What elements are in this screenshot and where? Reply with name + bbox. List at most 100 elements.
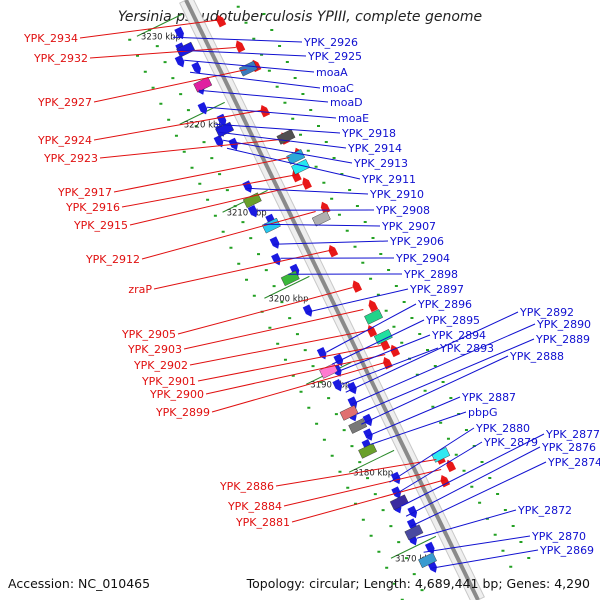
- gene-block[interactable]: [238, 60, 258, 77]
- gene-label-right[interactable]: YPK_2880: [475, 422, 530, 435]
- gene-label-left[interactable]: YPK_2886: [219, 480, 274, 493]
- gene-label-right[interactable]: YPK_2874: [547, 456, 600, 469]
- gene-block[interactable]: [242, 192, 262, 209]
- gene-arrow-left[interactable]: [444, 458, 457, 473]
- gene-arrow-right[interactable]: [174, 55, 187, 69]
- gene-block[interactable]: [215, 121, 235, 138]
- gene-label-right[interactable]: pbpG: [468, 406, 497, 419]
- gene-block[interactable]: [339, 405, 359, 421]
- gene-block[interactable]: [358, 443, 378, 459]
- gene-label-right[interactable]: YPK_2914: [347, 142, 402, 155]
- gene-label-right[interactable]: YPK_2893: [439, 342, 494, 355]
- gene-arrow-left[interactable]: [234, 39, 246, 53]
- gene-label-right[interactable]: YPK_2879: [483, 436, 538, 449]
- gene-arrow-right[interactable]: [269, 236, 282, 250]
- gene-arrow-right[interactable]: [391, 486, 403, 500]
- gene-arrow-right[interactable]: [174, 26, 186, 41]
- gene-arrow-right[interactable]: [333, 353, 345, 368]
- gene-label-right[interactable]: YPK_2904: [395, 252, 450, 265]
- gene-label-right[interactable]: YPK_2906: [389, 235, 444, 248]
- gene-block[interactable]: [319, 363, 339, 379]
- gene-label-left[interactable]: YPK_2932: [33, 52, 88, 65]
- gene-label-right[interactable]: YPK_2869: [539, 544, 594, 557]
- gene-label-right[interactable]: YPK_2896: [417, 298, 472, 311]
- gene-label-right[interactable]: moaD: [330, 96, 363, 109]
- gene-block[interactable]: [389, 494, 409, 511]
- gene-label-left[interactable]: YPK_2899: [155, 406, 210, 419]
- gene-arrow-left[interactable]: [388, 343, 401, 358]
- gene-label-right[interactable]: YPK_2908: [375, 204, 430, 217]
- gene-label-right[interactable]: YPK_2911: [361, 173, 416, 186]
- gene-label-right[interactable]: YPK_2913: [353, 157, 408, 170]
- gene-label-right[interactable]: YPK_2888: [509, 350, 564, 363]
- gene-arrow-right[interactable]: [316, 347, 329, 361]
- gene-label-right[interactable]: moaE: [338, 112, 369, 125]
- gene-arrow-left[interactable]: [215, 13, 227, 28]
- gene-label-right[interactable]: YPK_2872: [517, 504, 572, 517]
- gene-label-right[interactable]: YPK_2876: [541, 441, 596, 454]
- gene-label-right[interactable]: YPK_2890: [536, 318, 591, 331]
- gene-arrow-right[interactable]: [197, 102, 210, 116]
- gene-arrow-left[interactable]: [326, 243, 339, 258]
- gene-label-right[interactable]: YPK_2889: [535, 333, 590, 346]
- gene-block[interactable]: [176, 41, 196, 58]
- gene-label-right[interactable]: YPK_2925: [307, 50, 362, 63]
- gene-label-right[interactable]: YPK_2877: [545, 428, 600, 441]
- gene-arrow-right[interactable]: [302, 304, 315, 318]
- gene-label-left[interactable]: YPK_2917: [57, 186, 112, 199]
- gene-arrow-right[interactable]: [247, 205, 260, 219]
- gene-block[interactable]: [193, 76, 213, 93]
- gene-arrow-right[interactable]: [363, 428, 375, 442]
- gene-arrow-right[interactable]: [347, 396, 360, 410]
- gene-arrow-right[interactable]: [347, 381, 359, 396]
- gene-label-right[interactable]: YPK_2910: [369, 188, 424, 201]
- gene-block[interactable]: [364, 309, 384, 325]
- gene-label-right[interactable]: YPK_2892: [519, 306, 574, 319]
- gene-label-left[interactable]: YPK_2927: [37, 96, 92, 109]
- gene-arrow-right[interactable]: [191, 61, 203, 76]
- gene-label-left[interactable]: YPK_2905: [121, 328, 176, 341]
- gene-arrow-left[interactable]: [350, 279, 363, 293]
- gene-arrow-left[interactable]: [365, 323, 378, 338]
- gene-arrow-right[interactable]: [213, 135, 226, 149]
- gene-arrow-right[interactable]: [271, 253, 283, 267]
- gene-block[interactable]: [291, 159, 311, 175]
- gene-label-right[interactable]: YPK_2926: [303, 36, 358, 49]
- gene-label-right[interactable]: YPK_2894: [431, 329, 486, 342]
- gene-arrow-right[interactable]: [332, 379, 344, 393]
- gene-label-left[interactable]: YPK_2923: [43, 152, 98, 165]
- gene-label-left[interactable]: YPK_2881: [235, 516, 290, 529]
- gene-label-right[interactable]: YPK_2870: [531, 530, 586, 543]
- gene-label-left[interactable]: zraP: [128, 283, 152, 296]
- gene-arrow-left[interactable]: [300, 176, 312, 190]
- gene-arrow-left[interactable]: [319, 200, 331, 215]
- gene-block[interactable]: [373, 329, 393, 345]
- gene-label-left[interactable]: YPK_2900: [149, 388, 204, 401]
- gene-block[interactable]: [404, 524, 424, 541]
- gene-label-right[interactable]: YPK_2918: [341, 127, 396, 140]
- gene-arrow-left[interactable]: [290, 168, 302, 183]
- gene-label-left[interactable]: YPK_2912: [85, 253, 140, 266]
- gene-arrow-right[interactable]: [289, 263, 302, 278]
- gene-label-left[interactable]: YPK_2924: [37, 134, 92, 147]
- gene-label-left[interactable]: YPK_2916: [65, 201, 120, 214]
- gene-arrow-left[interactable]: [366, 298, 379, 313]
- gene-label-right[interactable]: YPK_2898: [403, 268, 458, 281]
- gene-label-left[interactable]: YPK_2934: [23, 32, 78, 45]
- gene-arrow-left[interactable]: [438, 473, 451, 488]
- gene-label-left[interactable]: YPK_2884: [227, 500, 282, 513]
- gene-arrow-left[interactable]: [258, 103, 271, 118]
- gene-arrow-right[interactable]: [407, 505, 419, 520]
- gene-label-left[interactable]: YPK_2903: [127, 343, 182, 356]
- gene-label-right[interactable]: YPK_2895: [425, 314, 480, 327]
- gene-block[interactable]: [280, 270, 300, 287]
- gene-label-right[interactable]: YPK_2897: [409, 283, 464, 296]
- gene-label-left[interactable]: YPK_2902: [133, 359, 188, 372]
- gene-arrow-right[interactable]: [362, 413, 375, 428]
- gene-label-right[interactable]: YPK_2907: [381, 220, 436, 233]
- gene-label-left[interactable]: YPK_2915: [73, 219, 128, 232]
- gene-label-right[interactable]: YPK_2887: [461, 391, 516, 404]
- gene-label-left[interactable]: YPK_2901: [141, 375, 196, 388]
- gene-label-right[interactable]: moaA: [316, 66, 348, 79]
